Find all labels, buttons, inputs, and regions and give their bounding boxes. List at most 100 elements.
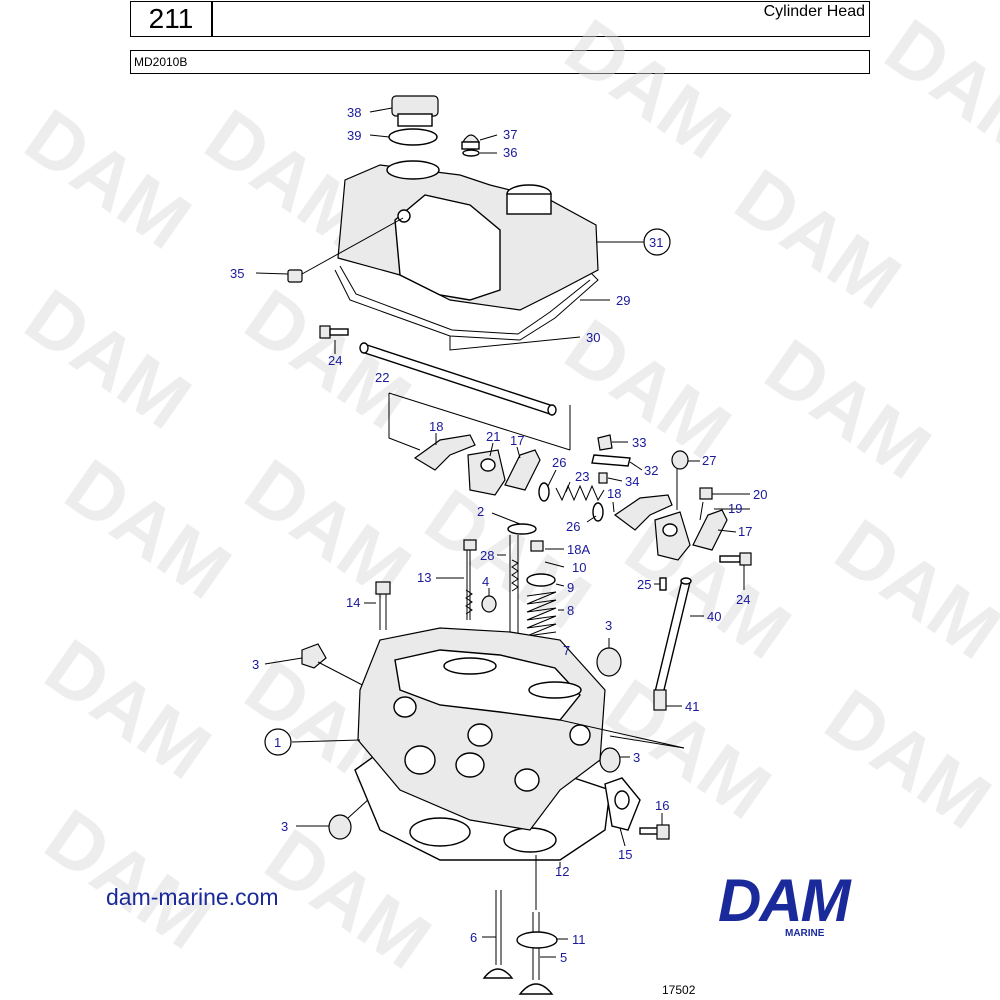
rocker-arm xyxy=(504,449,541,491)
watermark-text: DAM xyxy=(410,472,606,646)
callout-label: 26 xyxy=(552,455,566,470)
head-bolt-head xyxy=(375,581,391,595)
watermark-text: DAM xyxy=(30,622,226,796)
valve-rotator xyxy=(516,931,558,949)
breather-tube xyxy=(506,193,552,215)
port-opening xyxy=(514,768,540,792)
port-opening xyxy=(393,696,417,718)
sealing-washer xyxy=(462,149,480,157)
rocker-shaft-end xyxy=(359,342,369,354)
callout-label: 33 xyxy=(632,435,646,450)
callout-label: 32 xyxy=(644,463,658,478)
port-opening xyxy=(569,724,591,746)
spring-retainer xyxy=(526,573,556,587)
callout-label: 34 xyxy=(625,474,639,489)
callout-label: 3 xyxy=(633,750,640,765)
callout-label: 12 xyxy=(555,864,569,879)
callout-label: 18 xyxy=(607,486,621,501)
port-opening xyxy=(404,745,436,775)
callout-label: 7 xyxy=(563,643,570,658)
valve-collet xyxy=(530,540,544,552)
callout-label: 9 xyxy=(567,580,574,595)
callout-label: 30 xyxy=(586,330,600,345)
watermark-text: DAM xyxy=(550,302,746,476)
callout-label: 5 xyxy=(560,950,567,965)
rocker-arm xyxy=(692,509,728,551)
valve-pocket xyxy=(443,657,497,675)
callout-label: 6 xyxy=(470,930,477,945)
callout-label: 29 xyxy=(616,293,630,308)
guide-pin xyxy=(659,577,667,591)
rocker-bolt-head xyxy=(739,552,752,566)
callout-label: 18 xyxy=(429,419,443,434)
callout-label: 41 xyxy=(685,699,699,714)
callout-circle xyxy=(643,228,671,256)
callout-label: 18A xyxy=(567,542,590,557)
website-link[interactable]: dam-marine.com xyxy=(106,884,279,910)
callout-label: 10 xyxy=(572,560,586,575)
watermark-text: DAM xyxy=(750,322,946,496)
rocker-bolt-shank xyxy=(719,555,741,563)
head-top-deck xyxy=(394,649,581,721)
callout-label: 40 xyxy=(707,609,721,624)
filler-o-ring xyxy=(388,128,438,146)
callout-label: 39 xyxy=(347,128,361,143)
valves-group xyxy=(482,890,568,995)
pushrod-seal xyxy=(653,689,667,711)
rocker-arm xyxy=(413,434,476,471)
locking-plate xyxy=(591,454,631,467)
valve-cover-rib xyxy=(394,194,501,301)
brand-tagline: MARINE xyxy=(785,928,825,939)
callout-label: 3 xyxy=(605,618,612,633)
rocker-bolt-shank xyxy=(329,328,349,336)
valve-cover-group xyxy=(255,95,644,351)
watermark-text: DAM xyxy=(10,92,206,266)
page-title: Cylinder Head xyxy=(212,1,870,37)
lock-screw xyxy=(598,472,608,484)
page-number: 211 xyxy=(130,1,212,37)
adjusting-screw xyxy=(699,501,704,521)
oil-pipe-connector xyxy=(597,434,613,451)
callout-label: 26 xyxy=(566,519,580,534)
valve-spring xyxy=(526,591,557,637)
callout-label: 37 xyxy=(503,127,517,142)
cap-nut-base xyxy=(461,141,480,150)
brand-logo: DAM xyxy=(718,867,851,934)
watermark-text: DAM xyxy=(720,152,916,326)
filler-neck xyxy=(386,160,440,180)
dowel-pin xyxy=(481,595,497,613)
callout-label: 31 xyxy=(649,235,663,250)
rocker-arm-group xyxy=(319,325,752,590)
watermark-text: DAM xyxy=(30,792,226,966)
callout-label: 22 xyxy=(375,370,389,385)
bracket-bore xyxy=(662,523,678,537)
rocker-arm xyxy=(613,494,673,531)
gasket-bore xyxy=(503,827,557,853)
oil-filler-cap xyxy=(391,95,439,117)
head-bolt-head xyxy=(463,539,477,551)
callout-label: 23 xyxy=(575,469,589,484)
port-opening xyxy=(455,752,485,778)
callout-label: 16 xyxy=(655,798,669,813)
rocker-shaft-end xyxy=(547,404,557,416)
callout-label: 21 xyxy=(486,429,500,444)
callout-circle xyxy=(264,728,292,756)
plug-screw xyxy=(287,269,303,283)
watermark-text: DAM xyxy=(870,2,1000,176)
port-opening xyxy=(467,723,493,747)
callout-label: 4 xyxy=(482,574,489,589)
callout-label: 13 xyxy=(417,570,431,585)
thrust-washer xyxy=(538,482,550,502)
callout-labels: 38 39 37 36 31 35 29 30 24 22 18 21 17 3… xyxy=(230,105,767,965)
engine-model: MD2010B xyxy=(130,50,870,74)
core-plug xyxy=(599,747,621,773)
cover-gasket-inner xyxy=(339,265,591,335)
core-plug xyxy=(328,814,352,840)
valve-train-group xyxy=(264,512,704,840)
watermark-text: DAM xyxy=(820,502,1000,676)
watermark-text: DAM xyxy=(230,442,426,616)
cylinder-head-group xyxy=(291,627,685,910)
watermark-text: DAM xyxy=(810,672,1000,846)
rocker-bracket xyxy=(467,449,506,496)
